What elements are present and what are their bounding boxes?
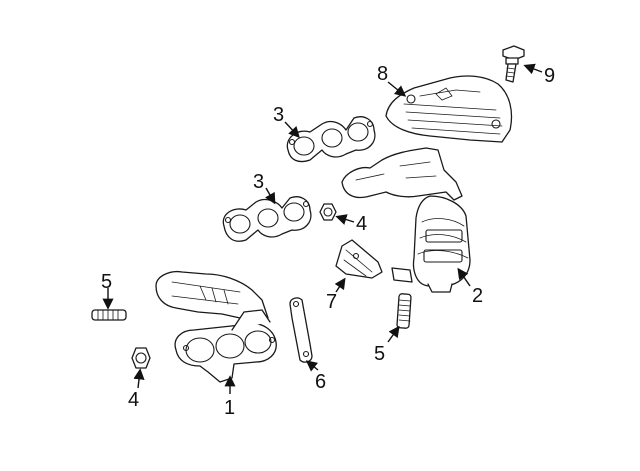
part-4-nut-lower: [131, 347, 151, 369]
callout-8: 8: [377, 63, 388, 85]
callout-4-upper: 4: [356, 213, 367, 235]
part-3-gasket-lower: [222, 196, 312, 242]
callout-5-right: 5: [374, 343, 385, 365]
callout-7: 7: [326, 291, 337, 313]
part-1-manifold-converter: [155, 270, 277, 383]
part-2-manifold-converter: [341, 147, 471, 293]
part-6-support-rod: [289, 297, 313, 363]
callout-4-lower: 4: [128, 389, 139, 411]
callout-2: 2: [472, 285, 483, 307]
part-4-nut-upper: [319, 203, 337, 221]
leader-lines: [102, 63, 543, 394]
callout-5-left: 5: [101, 271, 112, 293]
part-5-stud-left: [91, 309, 127, 321]
part-9-bolt: [502, 45, 525, 83]
callout-3-upper: 3: [273, 104, 284, 126]
part-7-bracket: [335, 239, 383, 279]
part-8-heat-shield: [385, 75, 513, 143]
part-3-gasket-upper: [286, 116, 376, 163]
part-5-stud-right: [396, 293, 412, 329]
callout-6: 6: [315, 371, 326, 393]
callout-labels: 1 2 3 3 4 4 5 5 6 7 8 9: [101, 63, 555, 419]
callout-1: 1: [224, 397, 235, 419]
callout-9: 9: [544, 65, 555, 87]
callout-3-lower: 3: [253, 171, 264, 193]
